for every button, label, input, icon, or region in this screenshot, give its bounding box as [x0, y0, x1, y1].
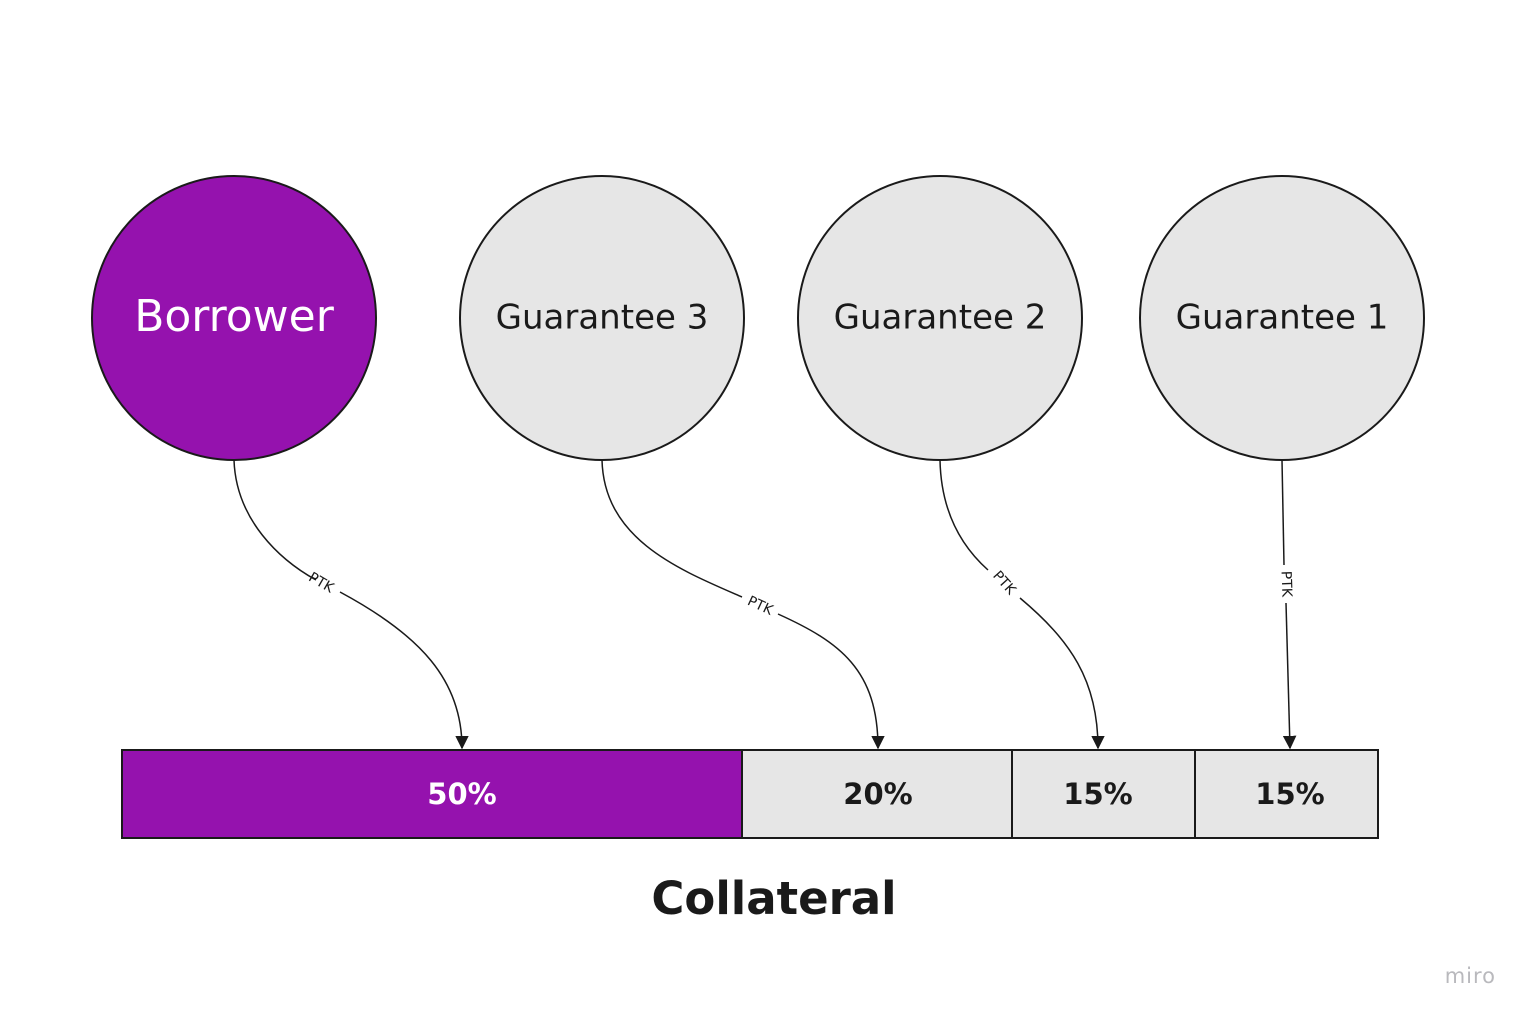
miro-watermark: miro [1445, 964, 1496, 988]
guarantee-1-label: Guarantee 1 [1176, 298, 1389, 338]
collateral-segment-20[interactable]: 20% [741, 749, 1013, 839]
guarantee-2-label: Guarantee 2 [834, 298, 1047, 338]
borrower-node[interactable]: Borrower [91, 175, 377, 461]
borrower-label: Borrower [134, 291, 335, 342]
guarantee-2-node[interactable]: Guarantee 2 [797, 175, 1083, 461]
collateral-segment-20-label: 20% [843, 777, 912, 811]
connector-borrower[interactable]: PTK [233, 459, 469, 750]
connector-guarantee-3[interactable]: PTK [601, 459, 885, 750]
connector-guarantee-1[interactable]: PTK [1278, 459, 1297, 750]
collateral-segment-15a[interactable]: 15% [1011, 749, 1196, 839]
connector-borrower-label: PTK [306, 570, 337, 597]
connector-guarantee-1-label: PTK [1278, 571, 1295, 599]
collateral-title: Collateral [651, 872, 896, 925]
guarantee-1-node[interactable]: Guarantee 1 [1139, 175, 1425, 461]
guarantee-3-node[interactable]: Guarantee 3 [459, 175, 745, 461]
connector-guarantee-3-label: PTK [745, 593, 776, 619]
collateral-segment-15b[interactable]: 15% [1194, 749, 1379, 839]
collateral-bar: 50% 20% 15% 15% [121, 749, 1379, 839]
connector-guarantee-2[interactable]: PTK [939, 459, 1105, 750]
collateral-segment-15b-label: 15% [1255, 777, 1324, 811]
collateral-segment-15a-label: 15% [1063, 777, 1132, 811]
collateral-segment-50[interactable]: 50% [121, 749, 743, 839]
collateral-segment-50-label: 50% [427, 777, 496, 811]
connector-guarantee-2-label: PTK [989, 568, 1019, 599]
guarantee-3-label: Guarantee 3 [496, 298, 709, 338]
